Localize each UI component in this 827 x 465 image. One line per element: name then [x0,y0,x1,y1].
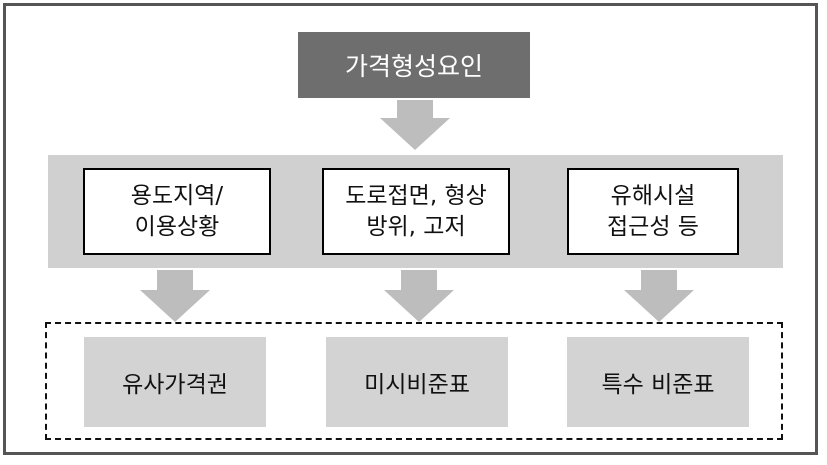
outer-frame [3,3,818,455]
factor-box-road: 도로접면, 형상 방위, 고저 [322,168,510,255]
results-group [45,322,783,440]
price-formation-factors-box: 가격형성요인 [298,32,530,98]
down-arrow-top [380,100,450,150]
result-box-micro-comparison-table-label: 미시비준표 [364,372,470,398]
down-arrow-right [624,270,694,322]
result-box-similar-price-zone-label: 유사가격권 [122,372,228,398]
result-box-micro-comparison-table: 미시비준표 [326,337,508,427]
factor-box-road-line1: 도로접면, 형상 [345,182,487,209]
result-box-special-comparison-table: 특수 비준표 [567,337,749,427]
factor-box-facilities-line2: 접근성 등 [607,213,699,240]
down-arrow-left [140,270,210,322]
result-box-special-comparison-table-label: 특수 비준표 [601,372,715,398]
factor-box-zoning: 용도지역/ 이용상황 [83,168,271,255]
factor-box-facilities-line1: 유해시설 [610,182,696,209]
top-box-label: 가격형성요인 [344,52,483,81]
down-arrow-middle [384,270,454,322]
factor-box-facilities: 유해시설 접근성 등 [567,168,739,255]
result-box-similar-price-zone: 유사가격권 [84,337,266,427]
factor-box-zoning-line2: 이용상황 [134,213,220,240]
factor-box-zoning-line1: 용도지역/ [130,182,224,209]
factor-box-road-line2: 방위, 고저 [366,213,466,240]
